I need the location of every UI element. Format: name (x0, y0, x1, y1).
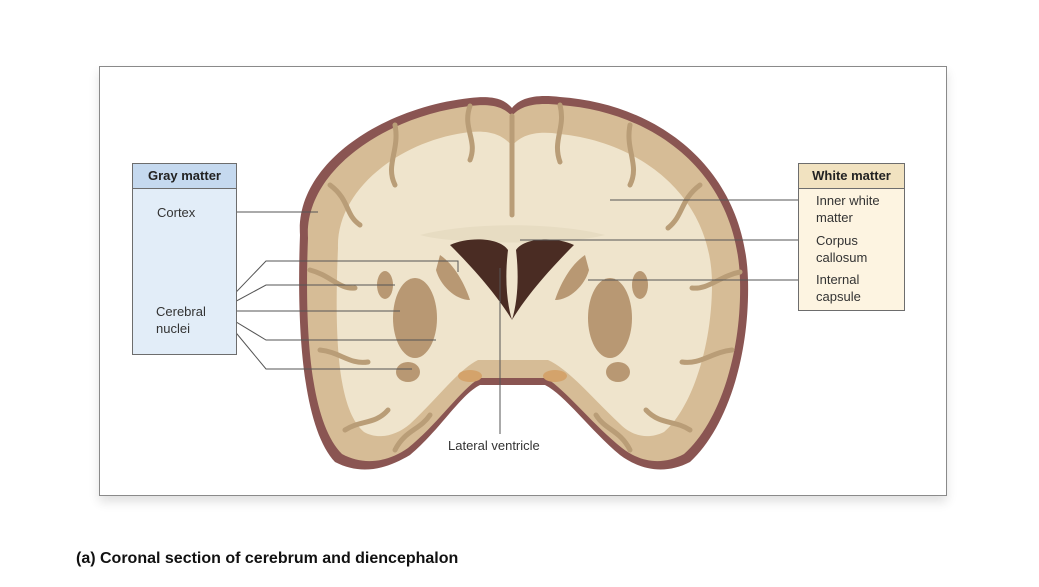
inner-white-matter-label-line2: matter (816, 210, 853, 225)
cortex-label: Cortex (157, 205, 196, 220)
corpus-callosum-label-line1: Corpus (816, 233, 858, 248)
internal-capsule-label-line2: capsule (816, 289, 861, 304)
mammillary-left (458, 370, 482, 382)
sulci (307, 102, 743, 453)
gray-matter-header: Gray matter (133, 164, 236, 189)
gray-matter-box: Gray matter (132, 163, 237, 355)
lateral-ventricle-right (512, 239, 574, 320)
cerebral-nuclei-shapes (377, 255, 648, 382)
inner-white-matter-label-line1: Inner white (816, 193, 880, 208)
cerebral-nuclei-label-line2: nuclei (156, 321, 190, 336)
white-matter-header: White matter (799, 164, 904, 189)
lateral-ventricle-left (450, 239, 512, 320)
internal-capsule-label-line1: Internal (816, 272, 860, 287)
corpus-callosum-label-line2: callosum (816, 250, 868, 265)
mammillary-right (543, 370, 567, 382)
corpus-callosum-fibers (420, 225, 605, 243)
figure-caption: (a) Coronal section of cerebrum and dien… (76, 550, 459, 567)
white-matter-box: White matter (798, 163, 905, 311)
lateral-ventricle-label: Lateral ventricle (448, 438, 540, 453)
cerebral-nuclei-label-line1: Cerebral (156, 304, 206, 319)
